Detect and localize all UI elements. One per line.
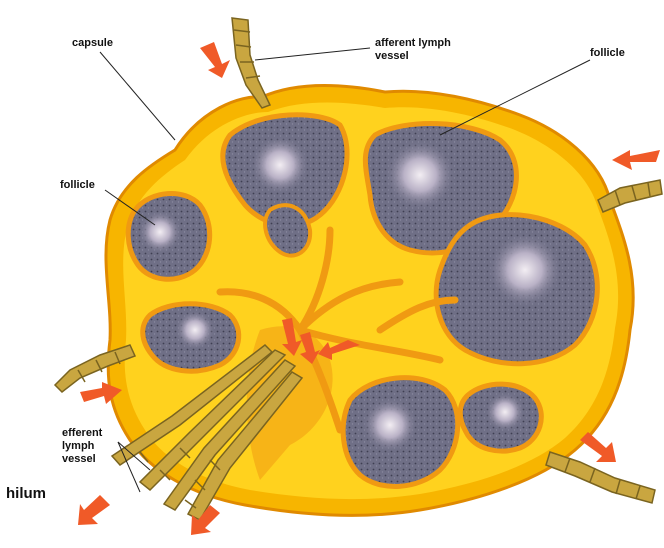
efferent-label-line3: vessel xyxy=(62,453,96,465)
arrow-hilum-left xyxy=(78,495,110,525)
afferent-vessel-top xyxy=(232,18,270,108)
efferent-label-line1: efferent xyxy=(62,427,103,439)
efferent-label-line2: lymph xyxy=(62,440,95,452)
arrow-top xyxy=(200,42,230,78)
afferent-label-line2: vessel xyxy=(375,50,409,62)
afferent-label-line1: afferent lymph xyxy=(375,37,451,49)
afferent-vessel-right xyxy=(598,180,662,212)
arrow-right xyxy=(612,150,660,170)
capsule-label: capsule xyxy=(72,37,113,49)
arrow-lower-right xyxy=(580,432,616,462)
follicle-label-left: follicle xyxy=(60,179,95,191)
hilum-label: hilum xyxy=(6,485,46,502)
follicle-label-right: follicle xyxy=(590,47,625,59)
